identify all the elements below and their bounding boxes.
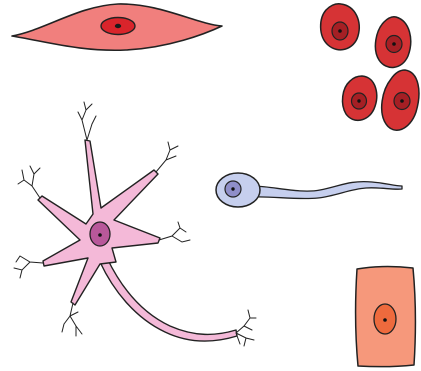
sperm-cell-icon xyxy=(216,173,402,207)
epithelial-cell-icon xyxy=(356,267,416,367)
red-blood-cells-icon xyxy=(321,4,419,130)
red-blood-cell xyxy=(343,76,377,120)
smooth-muscle-cell-icon xyxy=(12,4,222,50)
red-blood-cell xyxy=(382,70,419,130)
red-blood-cell xyxy=(321,4,360,50)
red-blood-cell xyxy=(375,17,410,68)
neuron-icon xyxy=(14,102,256,346)
